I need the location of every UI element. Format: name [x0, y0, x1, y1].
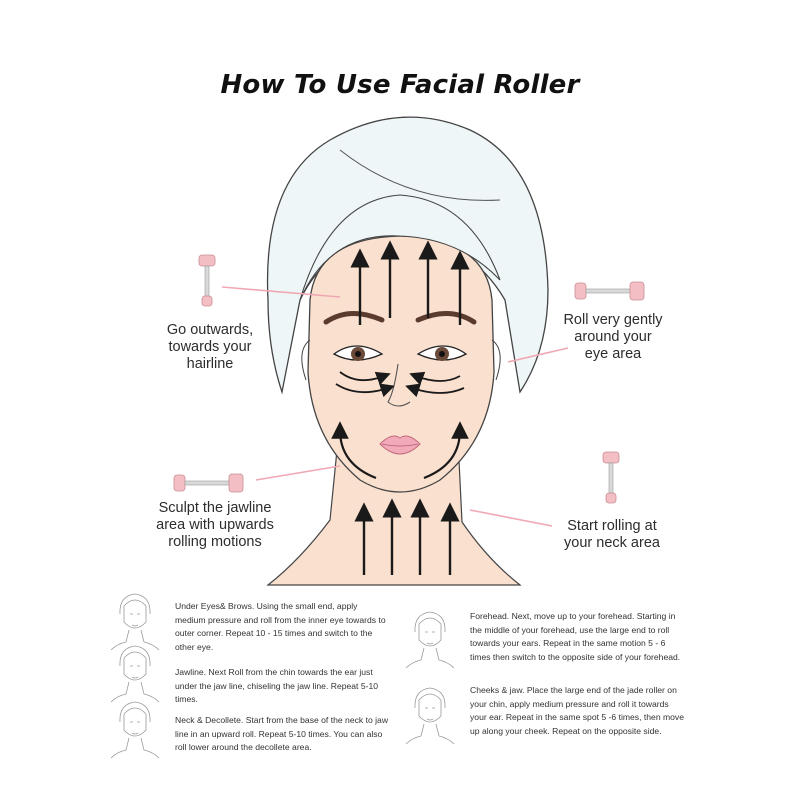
step-cheeks: Cheeks & jaw. Place the large end of the…: [470, 685, 684, 736]
step-jawline: Jawline. Next Roll from the chin towards…: [175, 667, 379, 705]
step-forehead: Forehead. Next, move up to your forehead…: [470, 611, 681, 662]
roller-jaw: [173, 473, 244, 493]
mini-face-neck: [110, 701, 160, 759]
callout-eyes: Roll very gently around your eye area: [563, 312, 663, 362]
lips: [379, 435, 421, 455]
pointer-lines: [221, 286, 569, 527]
roller-eyes: [574, 281, 645, 301]
roller-forehead: [198, 254, 216, 307]
step-neck: Neck & Decollete. Start from the base of…: [175, 715, 389, 753]
mini-face-cheeks: [405, 687, 455, 745]
mini-face-jawline: [110, 645, 160, 703]
roller-neck: [602, 451, 620, 504]
face: [307, 235, 495, 493]
mini-face-forehead: [405, 611, 455, 669]
page-title: How To Use Facial Roller: [220, 70, 580, 100]
callout-neck: Start rolling at your neck area: [564, 518, 660, 551]
forehead-arrows: [350, 240, 470, 325]
eye-arrows: [335, 371, 465, 398]
step-eyes: Under Eyes& Brows. Using the small end, …: [175, 601, 386, 652]
jaw-arrows: [331, 421, 469, 480]
mini-face-eyes: [110, 593, 160, 651]
neck-arrows: [354, 498, 460, 575]
callout-forehead: Go outwards, towards your hairline: [166, 322, 254, 372]
callout-jaw: Sculpt the jawline area with upwards rol…: [156, 500, 274, 550]
